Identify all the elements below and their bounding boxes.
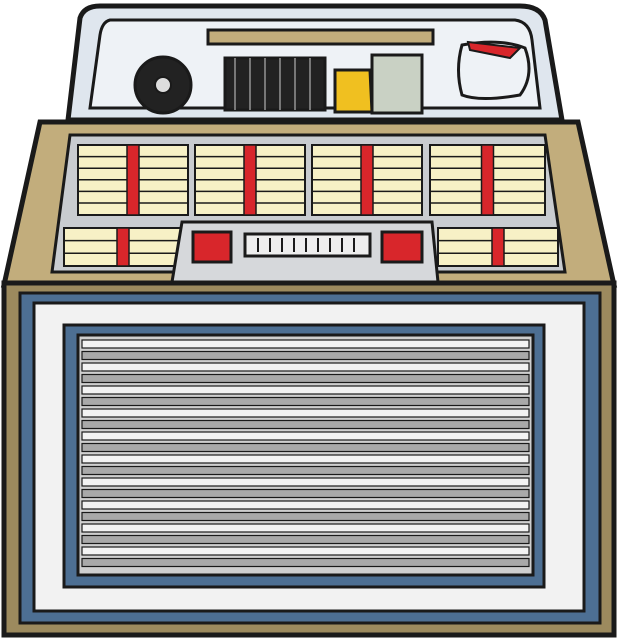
grille-slat — [81, 339, 530, 349]
red-divider — [491, 227, 505, 267]
tone-arm — [206, 28, 435, 46]
grille-slat — [81, 373, 530, 384]
grille-slat — [81, 488, 530, 499]
grille-slat — [81, 442, 530, 453]
grille-slat — [81, 500, 530, 510]
grille-slat — [81, 419, 530, 430]
speaker-cabinet — [1, 280, 617, 638]
grille-slat — [81, 511, 530, 522]
grille-slat — [81, 477, 530, 487]
grille-slat — [81, 557, 530, 568]
grille-slat — [81, 408, 530, 418]
grille-slat — [81, 362, 530, 372]
grille-slat — [81, 465, 530, 476]
red-button-left[interactable] — [191, 230, 233, 264]
number-keys[interactable] — [243, 232, 372, 258]
grille-slat — [81, 385, 530, 395]
grille-slat — [81, 546, 530, 556]
grille-slat — [81, 350, 530, 361]
red-button-right[interactable] — [380, 230, 424, 264]
grille-slat — [81, 523, 530, 533]
grille-slat — [81, 454, 530, 464]
grille-slat — [81, 396, 530, 407]
red-divider — [243, 144, 257, 216]
red-divider — [126, 144, 140, 216]
selector-buttons[interactable] — [170, 220, 440, 284]
record-stack — [223, 56, 327, 112]
red-divider — [360, 144, 374, 216]
selector-panel — [0, 119, 618, 288]
red-divider — [480, 144, 495, 216]
red-divider — [116, 227, 130, 267]
grille-slat — [81, 431, 530, 441]
grille-slat — [81, 534, 530, 545]
jukebox-dome — [65, 3, 565, 123]
